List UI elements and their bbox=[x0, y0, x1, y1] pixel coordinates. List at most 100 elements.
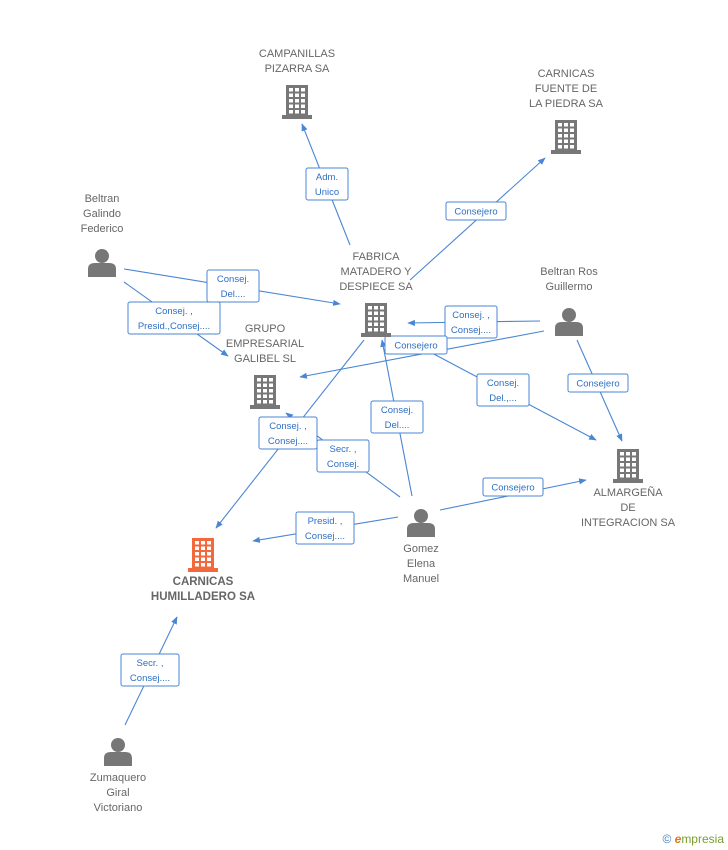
building-icon bbox=[551, 120, 581, 154]
node-label[interactable]: CAMPANILLAS bbox=[259, 48, 335, 60]
node-label[interactable]: DE bbox=[620, 502, 635, 514]
edge-label[interactable]: Secr. , Consej. bbox=[316, 439, 370, 473]
node-label[interactable]: FUENTE DE bbox=[535, 83, 597, 95]
edge-label-text: Consej.... bbox=[305, 531, 345, 542]
node-label[interactable]: Galindo bbox=[83, 208, 121, 220]
edge-label-text: Consej. bbox=[327, 459, 359, 470]
node-label[interactable]: Victoriano bbox=[94, 802, 143, 814]
person-icon bbox=[555, 308, 583, 336]
edge-label[interactable]: Consej. , Consej.... bbox=[258, 416, 318, 450]
copyright-icon: © bbox=[662, 832, 672, 846]
edge-label-box[interactable] bbox=[120, 653, 180, 687]
edge-label[interactable]: Adm. Unico bbox=[305, 167, 349, 201]
node-label[interactable]: Guillermo bbox=[545, 281, 592, 293]
node-label[interactable]: GRUPO bbox=[245, 323, 286, 335]
node-campanillas[interactable]: CAMPANILLAS PIZARRA SA bbox=[259, 48, 335, 119]
edge-label-text: Secr. , bbox=[137, 658, 164, 669]
edge-label[interactable]: Consejero bbox=[384, 335, 448, 355]
edge-label-text: Consej.... bbox=[268, 436, 308, 447]
node-label[interactable]: FABRICA bbox=[352, 251, 400, 263]
node-label[interactable]: MATADERO Y bbox=[341, 266, 413, 278]
edge-label-box[interactable] bbox=[476, 373, 530, 407]
edge-label-box[interactable] bbox=[445, 201, 507, 221]
edge-label[interactable]: Presid. , Consej.... bbox=[295, 511, 355, 545]
edge-label-box[interactable] bbox=[444, 305, 498, 339]
edge-label-text: Consej.... bbox=[451, 325, 491, 336]
edge-label-box[interactable] bbox=[567, 373, 629, 393]
person-icon bbox=[407, 509, 435, 537]
node-label[interactable]: Beltran Ros bbox=[540, 266, 598, 278]
edge-label-box[interactable] bbox=[316, 439, 370, 473]
edge-label-box[interactable] bbox=[305, 167, 349, 201]
edge-label-text: Del.... bbox=[385, 420, 410, 431]
node-label[interactable]: Beltran bbox=[85, 193, 120, 205]
node-label[interactable]: CARNICAS bbox=[173, 576, 234, 588]
edge-label[interactable]: Consejero bbox=[445, 201, 507, 221]
edge-label-box[interactable] bbox=[295, 511, 355, 545]
edge-label[interactable]: Consejero bbox=[482, 477, 544, 497]
node-label[interactable]: DESPIECE SA bbox=[339, 281, 413, 293]
edge-label-text: Consej.... bbox=[130, 673, 170, 684]
edge-label[interactable]: Consej.Del.... bbox=[206, 269, 260, 303]
edge-label-box[interactable] bbox=[384, 335, 448, 355]
node-label[interactable]: Elena bbox=[407, 558, 436, 570]
edge-label-text: Del.,... bbox=[489, 393, 516, 404]
edge-label-text: Consejero bbox=[454, 207, 497, 218]
node-label[interactable]: Zumaquero bbox=[90, 772, 146, 784]
building-icon bbox=[250, 375, 280, 409]
edge-label-box[interactable] bbox=[206, 269, 260, 303]
edge-label[interactable]: Consej. Del.,... bbox=[476, 373, 530, 407]
building-icon bbox=[188, 538, 218, 572]
node-label[interactable]: HUMILLADERO SA bbox=[151, 591, 255, 603]
brand-logo-initial: e bbox=[674, 832, 682, 846]
edge-label[interactable]: Consej. , Consej.... bbox=[444, 305, 498, 339]
node-carnicas_hum[interactable]: CARNICAS HUMILLADERO SA bbox=[151, 538, 255, 603]
node-label[interactable]: Gomez bbox=[403, 543, 438, 555]
edge-label[interactable]: Consejero bbox=[567, 373, 629, 393]
edge-label-box[interactable] bbox=[127, 301, 221, 335]
edge-label[interactable]: Secr. , Consej.... bbox=[120, 653, 180, 687]
brand-footer: © empresia bbox=[662, 832, 724, 846]
node-almargena[interactable]: ALMARGEÑA DE INTEGRACION SA bbox=[581, 449, 676, 529]
edge-label-text: Del.... bbox=[221, 289, 246, 300]
node-fabrica[interactable]: FABRICA MATADERO Y DESPIECE SA bbox=[339, 251, 413, 337]
edge-label-text: Consej. , bbox=[269, 421, 307, 432]
edge-label-box[interactable] bbox=[370, 400, 424, 434]
edge-label-text: Unico bbox=[315, 187, 339, 198]
node-label[interactable]: Federico bbox=[81, 223, 124, 235]
edge-label-box[interactable] bbox=[258, 416, 318, 450]
node-carnicas_fuente[interactable]: CARNICAS FUENTE DE LA PIEDRA SA bbox=[529, 68, 604, 154]
building-icon bbox=[613, 449, 643, 483]
edge-label-text: Adm. bbox=[316, 172, 338, 183]
edge-label-text: Secr. , bbox=[330, 444, 357, 455]
edge-label-box[interactable] bbox=[482, 477, 544, 497]
node-label[interactable]: LA PIEDRA SA bbox=[529, 98, 604, 110]
brand-name: mpresia bbox=[681, 832, 724, 846]
edge-label-text: Consejero bbox=[576, 379, 619, 390]
node-label[interactable]: EMPRESARIAL bbox=[226, 338, 304, 350]
person-icon bbox=[104, 738, 132, 766]
node-label[interactable]: GALIBEL SL bbox=[234, 353, 296, 365]
node-grupo[interactable]: GRUPO EMPRESARIAL GALIBEL SL bbox=[226, 323, 304, 409]
building-icon bbox=[282, 85, 312, 119]
edge-label[interactable]: Consej. Del.... bbox=[370, 400, 424, 434]
node-label[interactable]: CARNICAS bbox=[538, 68, 595, 80]
edge-label-text: Consej. , bbox=[452, 310, 490, 321]
edge-label-text: Presid.,Consej.... bbox=[138, 321, 210, 332]
person-icon bbox=[88, 249, 116, 277]
node-label[interactable]: INTEGRACION SA bbox=[581, 517, 676, 529]
edge-label-text: Presid. , bbox=[308, 516, 343, 527]
edge-label-text: Consej. bbox=[381, 405, 413, 416]
building-icon bbox=[361, 303, 391, 337]
edge-label[interactable]: Consej. ,Presid.,Consej.... bbox=[127, 301, 221, 335]
node-label[interactable]: ALMARGEÑA bbox=[593, 486, 663, 499]
edge-label-text: Consej. bbox=[487, 378, 519, 389]
node-label[interactable]: Manuel bbox=[403, 573, 439, 585]
node-label[interactable]: Giral bbox=[106, 787, 129, 799]
node-label[interactable]: PIZARRA SA bbox=[265, 63, 330, 75]
